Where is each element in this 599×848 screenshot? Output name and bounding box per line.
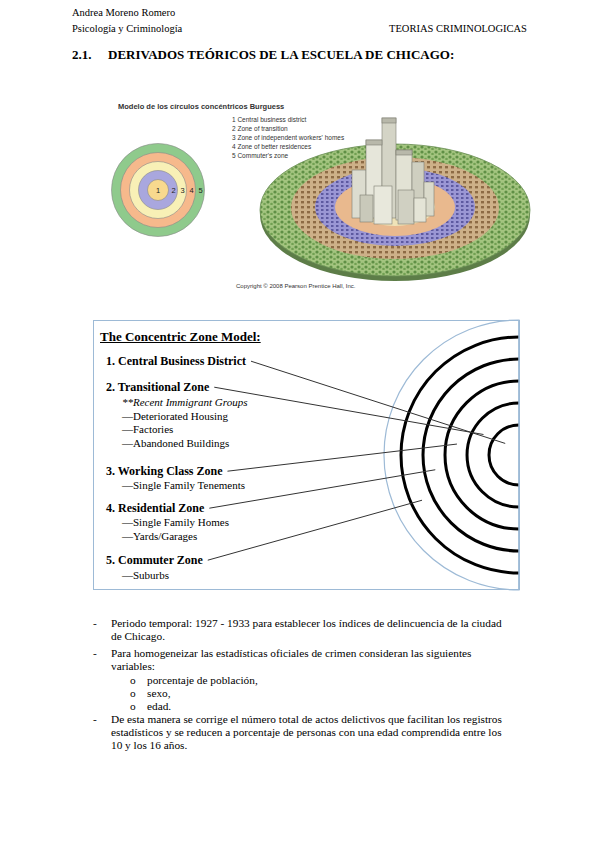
ring-number: 3 xyxy=(180,186,184,195)
leader-line xyxy=(214,387,483,434)
zone-key: 2 Zone of transition xyxy=(232,124,288,133)
zone-key: 4 Zone of better residences xyxy=(232,142,311,151)
ring-fill xyxy=(121,153,196,228)
author-name: Andrea Moreno Romero xyxy=(72,7,175,20)
zone-key: 3 Zone of independent workers' homes xyxy=(232,133,344,142)
ring-fill xyxy=(112,144,205,237)
bullet-text: Periodo temporal: 1927 - 1933 para estab… xyxy=(111,617,506,643)
zone-arc xyxy=(489,425,519,485)
city-illustration xyxy=(260,118,530,281)
ring-fill xyxy=(139,171,178,210)
panel-title: The Concentric Zone Model: xyxy=(100,329,261,345)
zone-arc xyxy=(423,359,519,551)
bullet-marker: o xyxy=(130,687,136,700)
zone-detail: —Suburbs xyxy=(122,569,169,582)
zone-ring: 321 xyxy=(129,161,187,219)
leader-line xyxy=(227,444,456,471)
zone-heading: 1. Central Business District xyxy=(106,354,246,368)
zone-detail: —Single Family Tenements xyxy=(122,479,245,492)
zone-key: 5 Commuter's zone xyxy=(232,151,288,160)
zone-detail: —Abandoned Buildings xyxy=(122,437,229,450)
section-heading: DERIVADOS TEÓRICOS DE LA ESCUELA DE CHIC… xyxy=(108,47,454,63)
bullet-marker: o xyxy=(130,674,136,687)
zone-heading: 4. Residential Zone xyxy=(106,501,204,515)
ring-number: 1 xyxy=(156,186,160,195)
zone-detail: —Yards/Garages xyxy=(122,530,197,543)
subject-name: TEORIAS CRIMINOLOGICAS xyxy=(389,23,527,36)
copyright-note: Copyright © 2008 Pearson Prentice Hall, … xyxy=(236,283,355,290)
zone-detail: **Recent Immigrant Groups xyxy=(122,396,247,409)
ring-number: 5 xyxy=(198,186,202,195)
zone-fan xyxy=(384,320,519,590)
bullet-text: Para homogeneizar las estadísticas ofici… xyxy=(111,647,506,673)
bullet-marker: - xyxy=(93,647,97,660)
leader-line xyxy=(251,361,505,443)
zone-ring: 1 xyxy=(147,179,169,201)
ring-fill xyxy=(130,162,187,219)
zone-model-panel: The Concentric Zone Model: 1. Central Bus… xyxy=(93,320,520,590)
course-name: Psicología y Criminología xyxy=(72,23,182,36)
fan-outline xyxy=(384,320,519,590)
zone-ring: 4321 xyxy=(120,152,196,228)
zone-arc xyxy=(467,403,519,507)
zone-heading: 5. Commuter Zone xyxy=(106,553,203,567)
leader-line xyxy=(208,500,422,560)
zone-heading: 2. Transitional Zone xyxy=(106,380,209,394)
zone-arc xyxy=(445,381,519,529)
bullet-text: edad. xyxy=(147,700,497,713)
buildings xyxy=(352,118,434,224)
zone-detail: —Single Family Homes xyxy=(122,516,229,529)
bullet-marker: - xyxy=(93,617,97,630)
figure-title: Modelo de los círculos concéntricos Burg… xyxy=(118,102,284,111)
leader-lines xyxy=(208,361,505,560)
bullet-marker: - xyxy=(93,713,97,726)
zone-detail: —Deteriorated Housing xyxy=(122,410,228,423)
bullet-text: porcentaje de población, xyxy=(147,674,497,687)
ring-number: 4 xyxy=(189,186,193,195)
zone-detail: —Factories xyxy=(122,423,173,436)
bullet-marker: o xyxy=(130,700,136,713)
zone-key: 1 Central business district xyxy=(232,115,306,124)
section-number: 2.1. xyxy=(72,47,92,63)
bullet-text: De esta manera se corrige el número tota… xyxy=(111,713,506,752)
zone-arc xyxy=(401,337,519,573)
zone-ring: 54321 xyxy=(111,143,205,237)
zone-heading: 3. Working Class Zone xyxy=(106,464,222,478)
ring-number: 2 xyxy=(171,186,175,195)
zone-ring: 21 xyxy=(138,170,178,210)
bullet-text: sexo, xyxy=(147,687,497,700)
ring-fill xyxy=(148,180,169,201)
